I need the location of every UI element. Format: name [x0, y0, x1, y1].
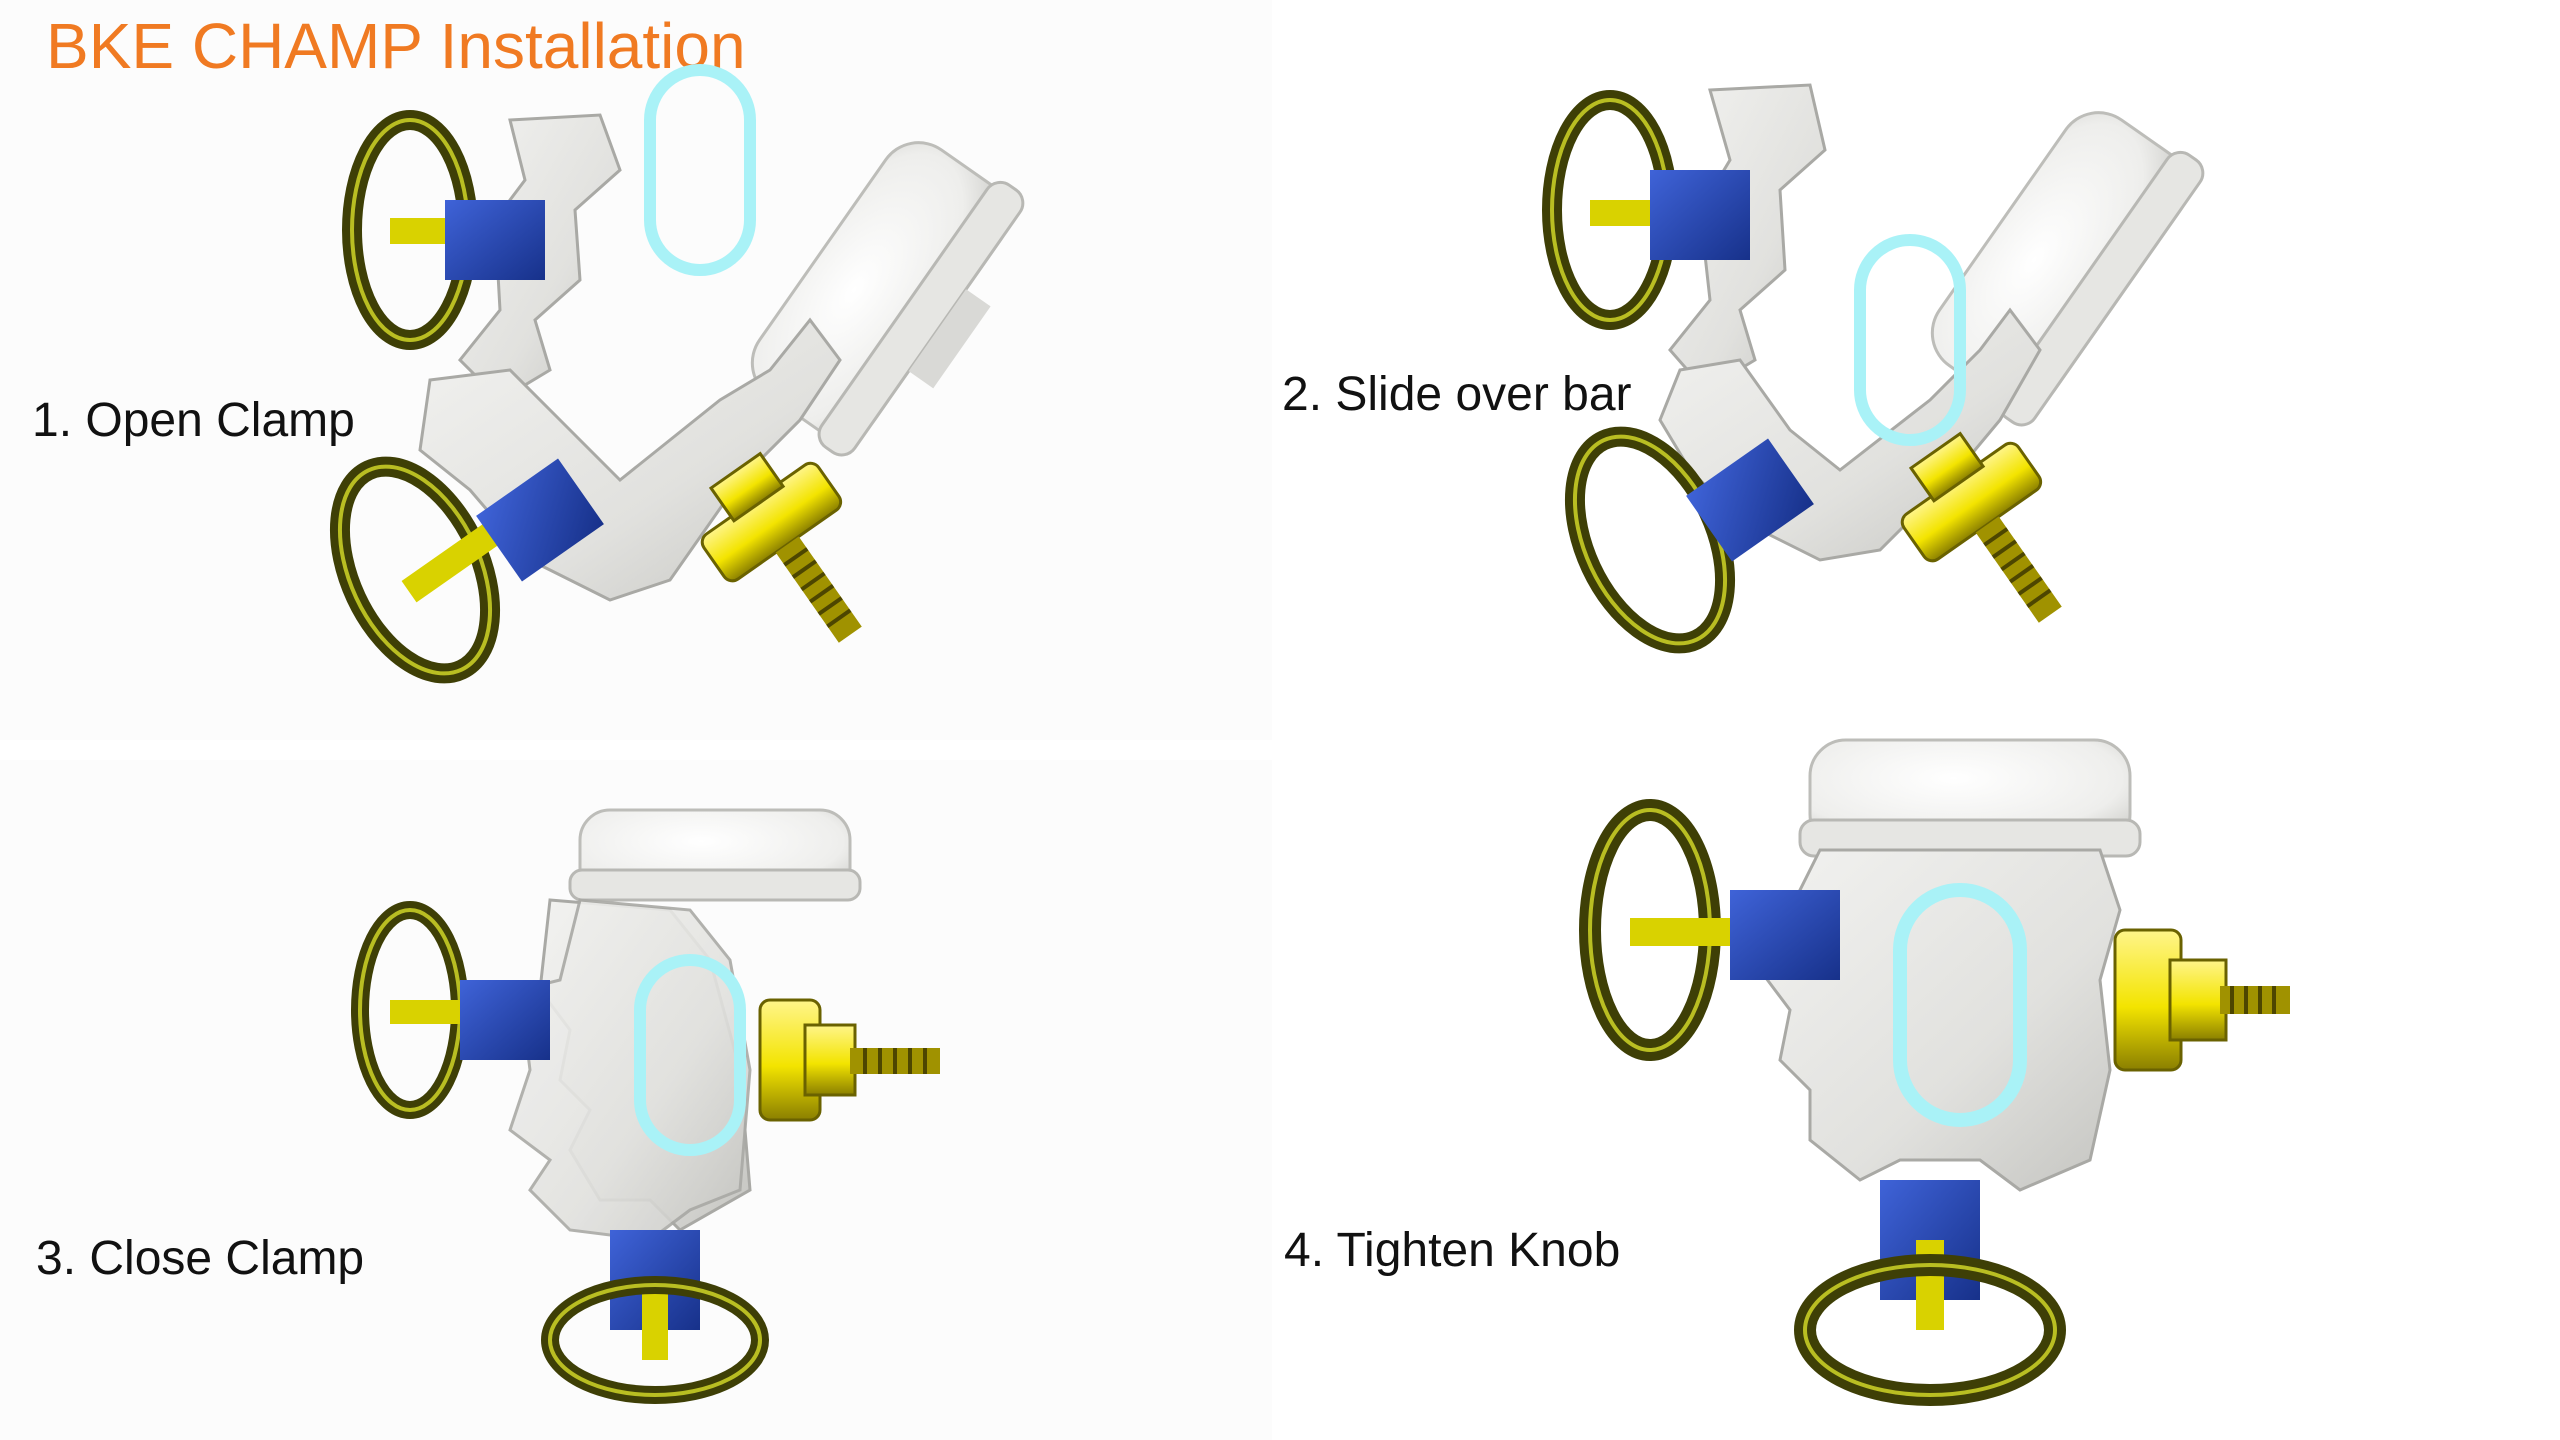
step-label-1: 1. Open Clamp [32, 394, 355, 447]
clamp-illustration-closed [351, 808, 940, 1404]
panel-background-1 [0, 0, 1272, 740]
clamp-illustration-tightened [1579, 738, 2290, 1406]
step-label-4: 4. Tighten Knob [1284, 1224, 1621, 1277]
clamp-illustration-slide [1542, 83, 2205, 654]
clamp-illustration-open [329, 64, 1025, 684]
step-label-2: 2. Slide over bar [1282, 368, 1632, 421]
page-title: BKE CHAMP Installation [46, 10, 746, 82]
step-label-3: 3. Close Clamp [36, 1232, 365, 1285]
